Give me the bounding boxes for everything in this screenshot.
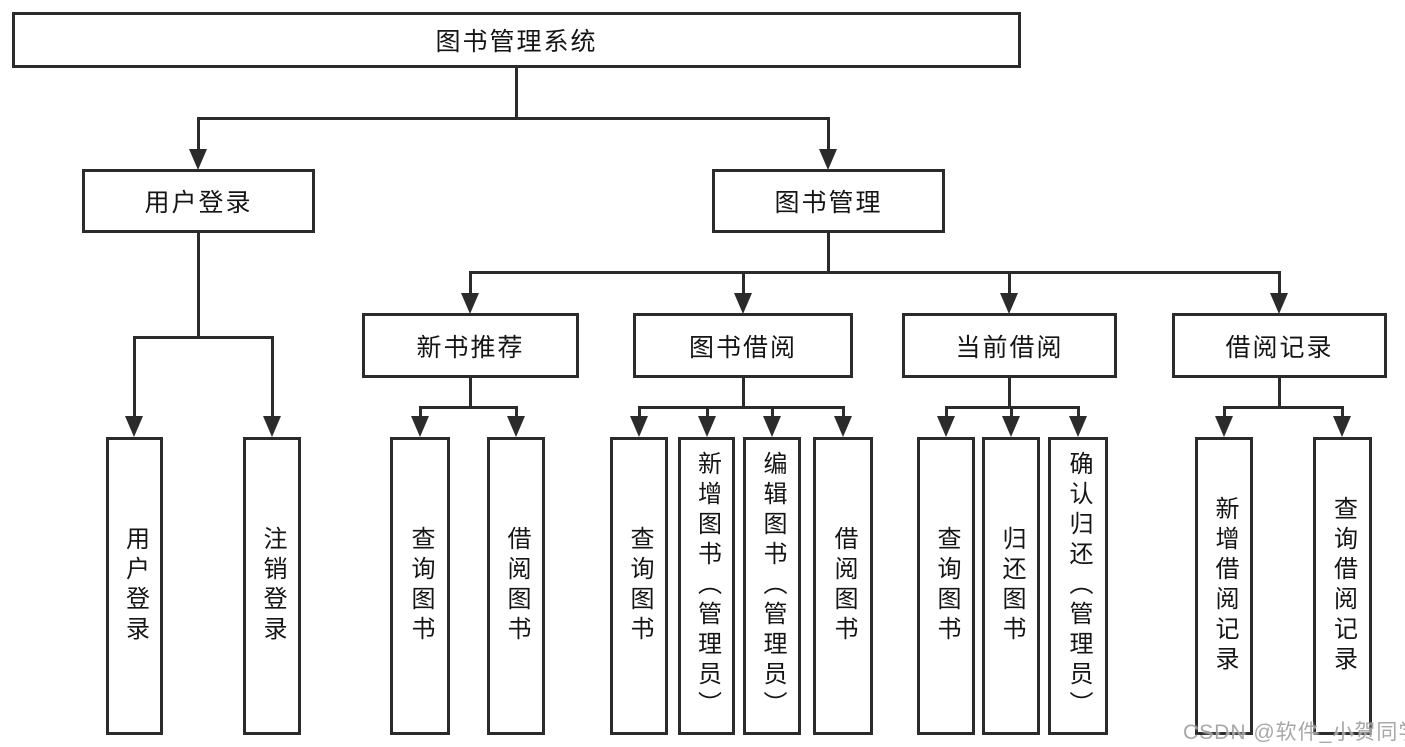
connector-recommend-stem	[469, 378, 472, 408]
leaf-return-books: 归还图书	[982, 437, 1040, 735]
arrow-down-icon	[263, 416, 281, 437]
arrow-down-icon	[189, 149, 207, 170]
connector-root-drop-right	[827, 117, 830, 151]
connector-userlogin-bar	[133, 336, 274, 339]
arrow-down-icon	[834, 416, 852, 437]
connector-userlogin-stem	[197, 233, 200, 338]
node-borrow-records: 借阅记录	[1172, 313, 1387, 378]
connector-current-drop-1	[945, 406, 948, 418]
leaf-borrow-books-borrow: 借阅图书	[813, 437, 873, 735]
connector-root-bar	[197, 117, 830, 120]
arrow-down-icon	[1000, 293, 1018, 314]
arrow-down-icon	[630, 416, 648, 437]
arrow-down-icon	[461, 293, 479, 314]
connector-current-drop-2	[1010, 406, 1013, 418]
connector-bookmgmt-bar	[469, 271, 1281, 274]
connector-userlogin-drop-1	[133, 336, 136, 418]
leaf-user-login: 用户登录	[106, 437, 163, 735]
node-book-management: 图书管理	[712, 169, 945, 233]
connector-records-stem	[1278, 378, 1281, 408]
node-book-borrow: 图书借阅	[633, 313, 853, 378]
leaf-query-books-current: 查询图书	[917, 437, 975, 735]
connector-records-bar	[1223, 406, 1343, 409]
leaf-add-books-admin: 新增图书（管理员）	[678, 437, 735, 735]
connector-records-drop-2	[1341, 406, 1344, 418]
arrow-down-icon	[1333, 416, 1351, 437]
connector-recommend-drop-2	[515, 406, 518, 418]
connector-current-stem	[1008, 378, 1011, 408]
connector-recommend-drop-1	[419, 406, 422, 418]
node-user-login: 用户登录	[82, 169, 315, 233]
connector-borrow-drop-4	[842, 406, 845, 418]
connector-root-stem	[515, 68, 518, 119]
arrow-down-icon	[125, 416, 143, 437]
arrow-down-icon	[411, 416, 429, 437]
csdn-watermark: CSDN @软件_小贺同学	[1183, 721, 1405, 744]
connector-borrow-drop-2	[706, 406, 709, 418]
leaf-logout: 注销登录	[243, 437, 301, 735]
connector-bookmgmt-drop-2	[742, 271, 745, 295]
leaf-query-books-recommend: 查询图书	[390, 437, 450, 735]
connector-current-drop-3	[1077, 406, 1080, 418]
leaf-confirm-return-admin: 确认归还（管理员）	[1048, 437, 1108, 735]
leaf-query-books-borrow: 查询图书	[610, 437, 668, 735]
arrow-down-icon	[1002, 416, 1020, 437]
arrow-down-icon	[734, 293, 752, 314]
arrow-down-icon	[937, 416, 955, 437]
connector-borrow-drop-1	[638, 406, 641, 418]
arrow-down-icon	[507, 416, 525, 437]
connector-borrow-bar	[638, 406, 844, 409]
connector-bookmgmt-drop-1	[469, 271, 472, 295]
leaf-add-borrow-record: 新增借阅记录	[1195, 437, 1253, 735]
connector-bookmgmt-drop-3	[1008, 271, 1011, 295]
node-root: 图书管理系统	[12, 12, 1021, 68]
leaf-query-borrow-record: 查询借阅记录	[1313, 437, 1372, 735]
arrow-down-icon	[698, 416, 716, 437]
node-new-book-recommend: 新书推荐	[362, 313, 579, 378]
connector-userlogin-drop-2	[271, 336, 274, 418]
leaf-edit-books-admin: 编辑图书（管理员）	[743, 437, 801, 735]
arrow-down-icon	[1270, 293, 1288, 314]
connector-records-drop-1	[1223, 406, 1226, 418]
arrow-down-icon	[1215, 416, 1233, 437]
arrow-down-icon	[819, 149, 837, 170]
leaf-borrow-books-recommend: 借阅图书	[487, 437, 545, 735]
connector-borrow-drop-3	[771, 406, 774, 418]
connector-bookmgmt-stem	[827, 233, 830, 273]
connector-recommend-bar	[419, 406, 518, 409]
arrow-down-icon	[763, 416, 781, 437]
node-current-borrow: 当前借阅	[902, 313, 1117, 378]
connector-root-drop-left	[197, 117, 200, 151]
connector-borrow-stem	[742, 378, 745, 408]
connector-bookmgmt-drop-4	[1278, 271, 1281, 295]
arrow-down-icon	[1069, 416, 1087, 437]
